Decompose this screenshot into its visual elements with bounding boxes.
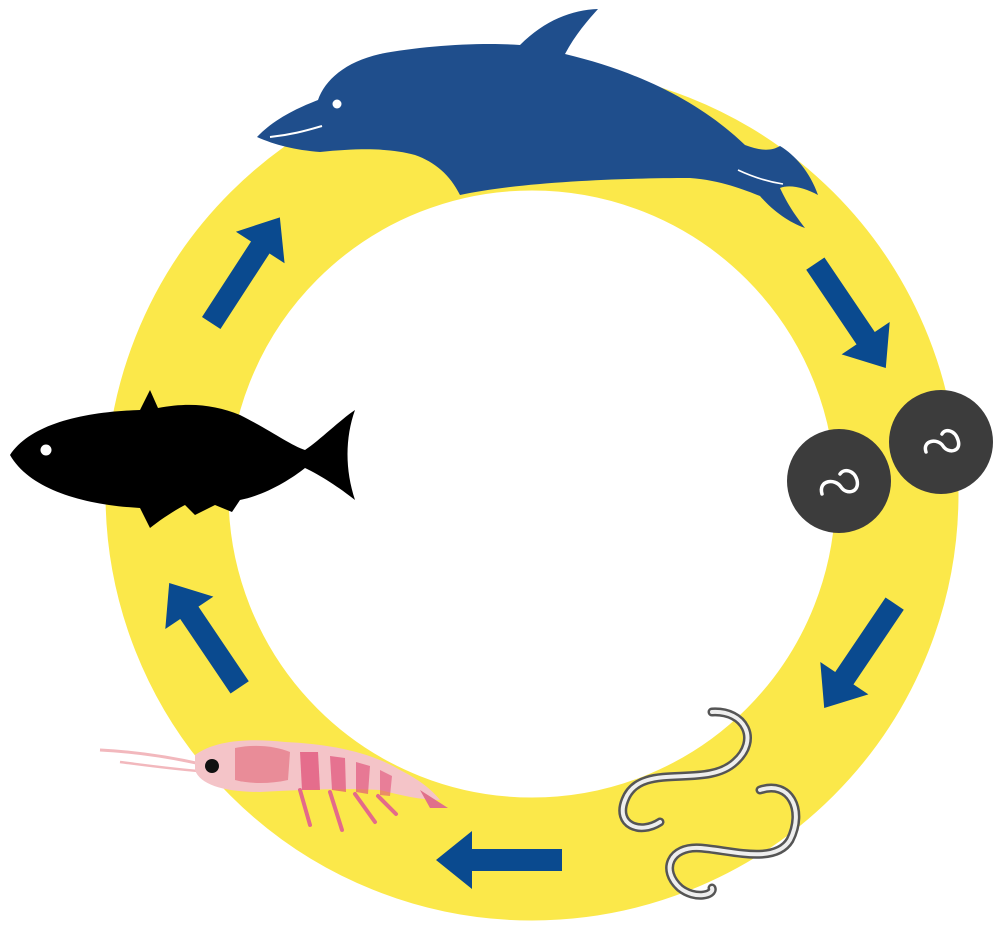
larva-icon	[618, 707, 752, 833]
arrow-icon-1	[202, 217, 285, 329]
krill-icon	[99, 740, 448, 832]
egg-icon	[889, 390, 993, 494]
larva-icon-2	[665, 783, 801, 900]
arrow-icon-2	[806, 257, 890, 369]
egg-icon-2	[787, 429, 891, 533]
arrow-icon-5	[165, 582, 249, 694]
arrow-icon-3	[820, 597, 904, 709]
fish-icon	[10, 390, 355, 528]
dolphin-icon	[257, 9, 818, 228]
arrow-icon-4	[436, 831, 562, 889]
